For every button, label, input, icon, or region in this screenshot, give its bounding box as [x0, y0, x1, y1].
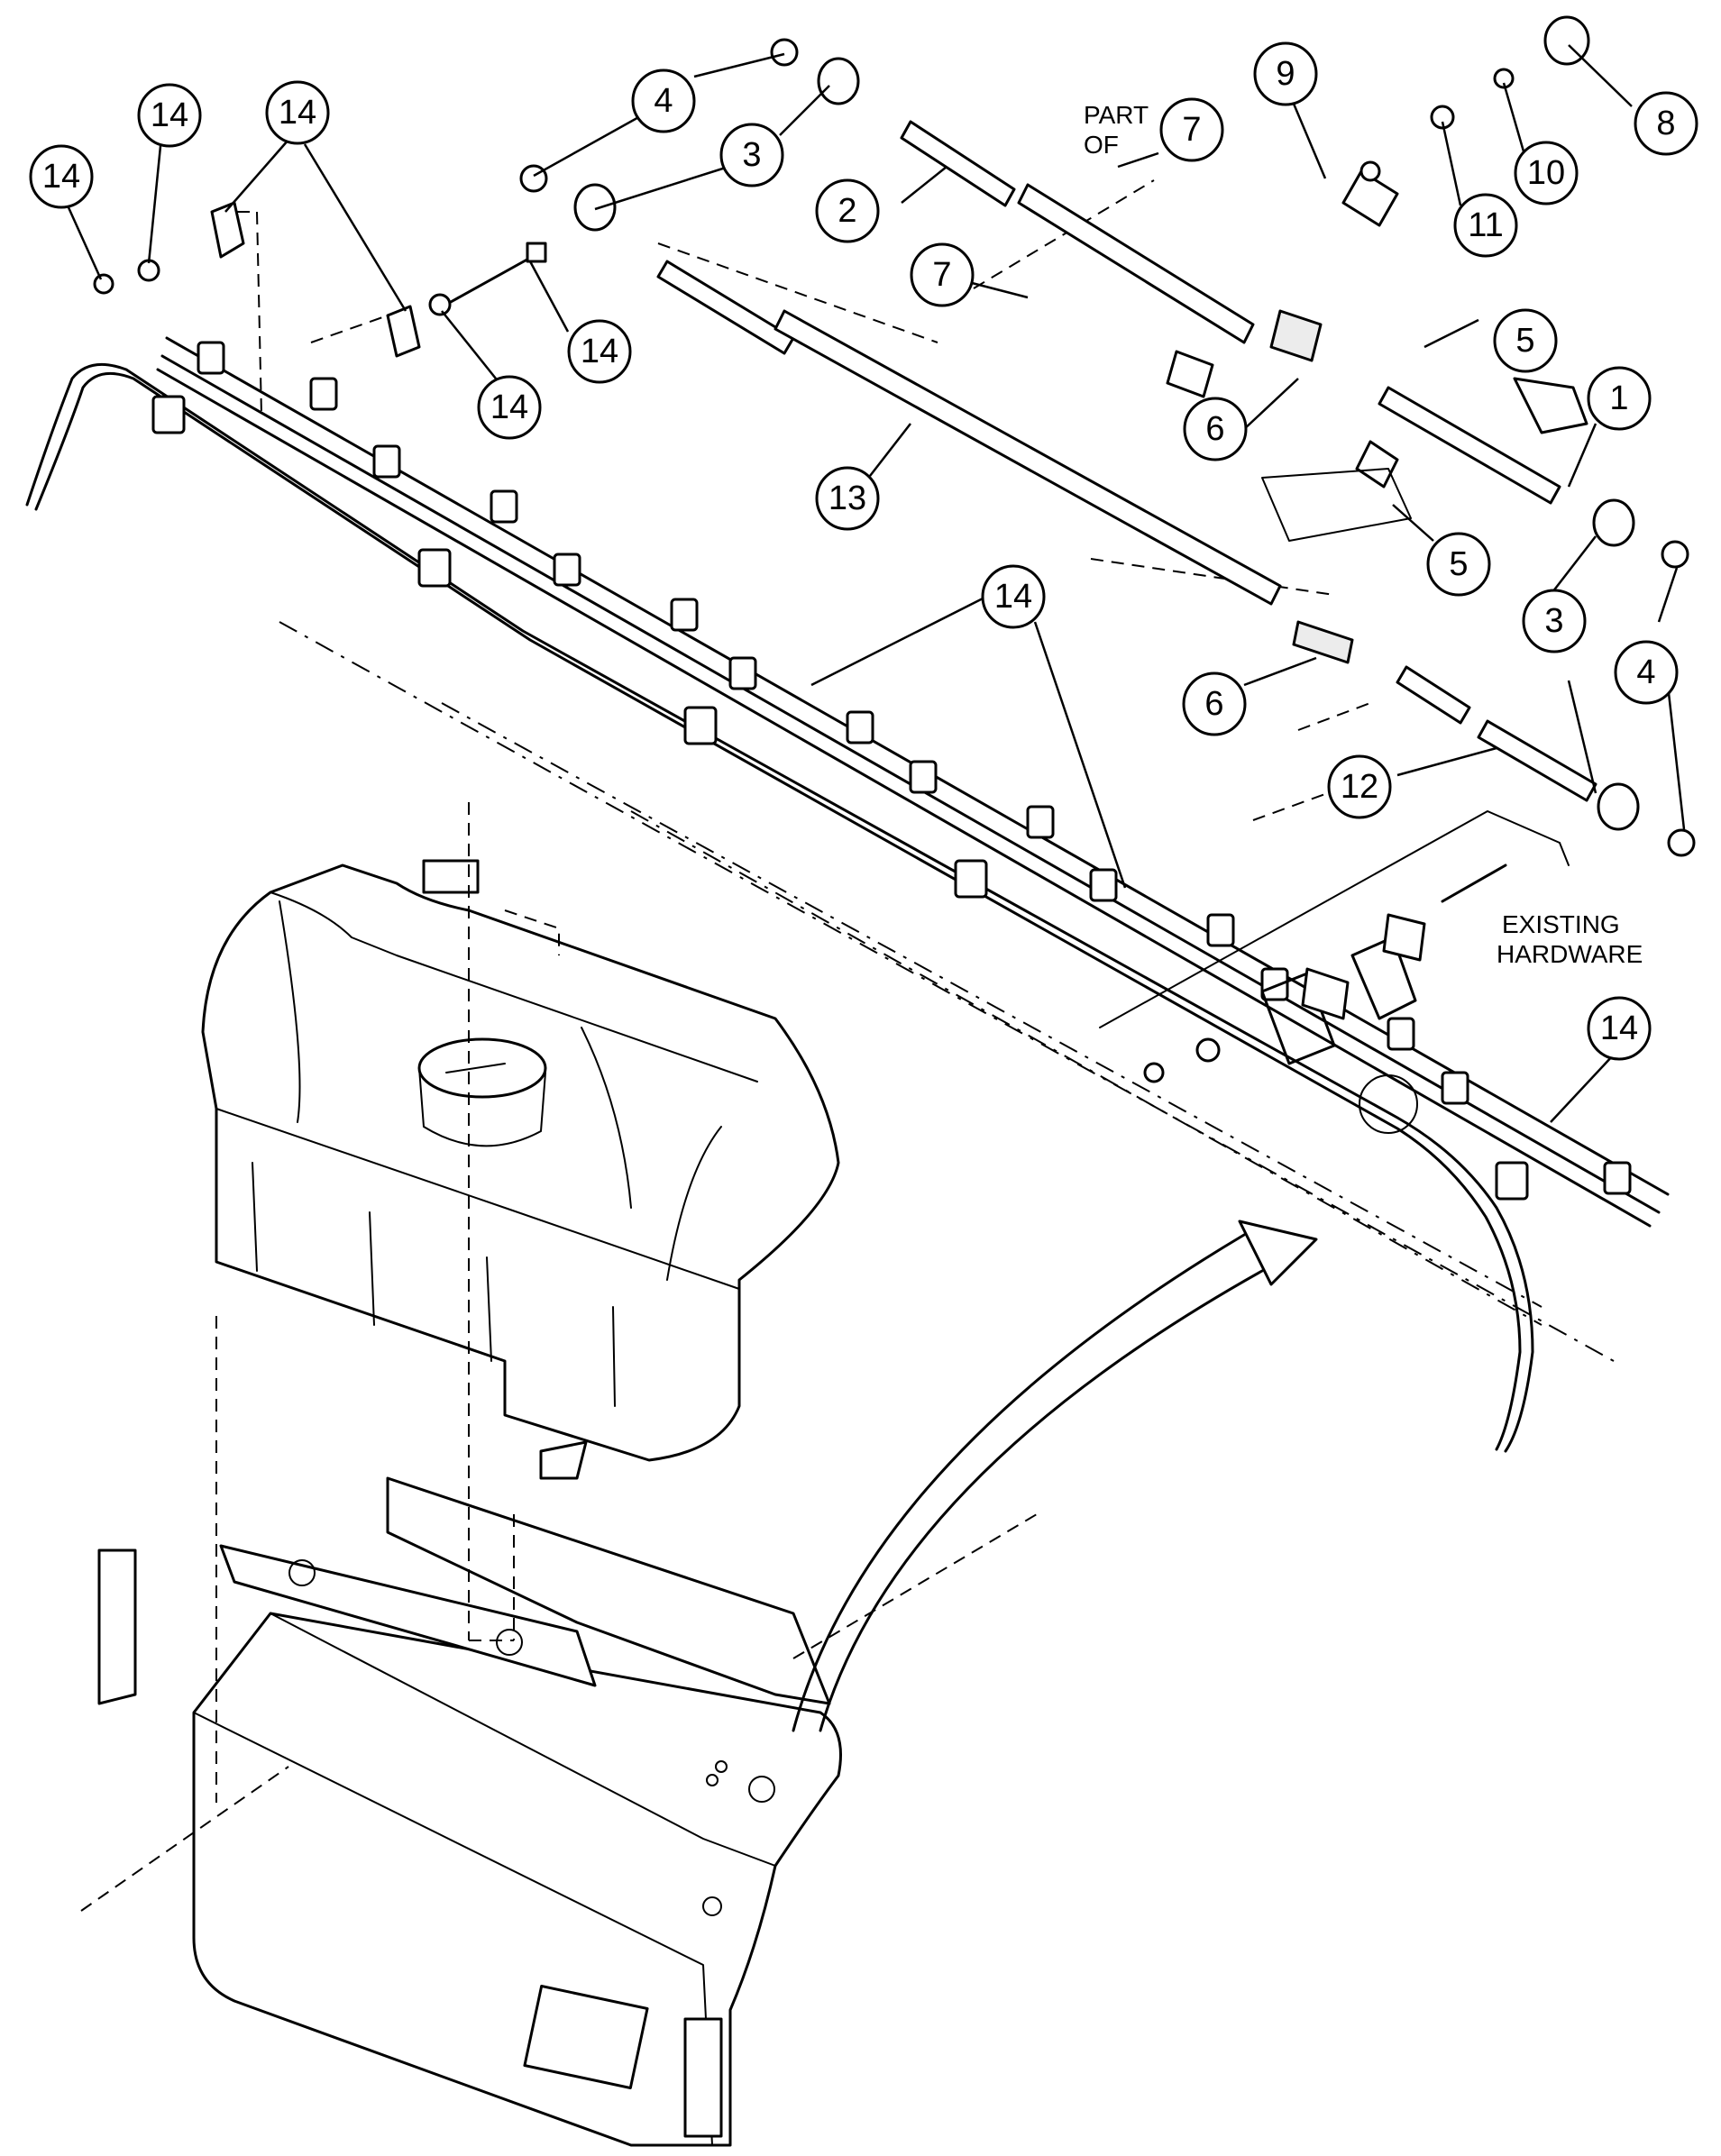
svg-text:5: 5	[1515, 322, 1534, 360]
left-mounting-hardware	[93, 201, 547, 358]
callout-5-upper: 5	[1493, 308, 1558, 373]
spray-tank	[201, 859, 840, 1480]
svg-text:7: 7	[1182, 111, 1201, 149]
callout-14-left: 14	[137, 83, 202, 148]
svg-text:14: 14	[581, 333, 618, 370]
svg-text:3: 3	[1544, 602, 1563, 640]
callout-6-lower: 6	[1182, 671, 1247, 736]
callout-8: 8	[1634, 91, 1698, 156]
callout-14-bolt: 14	[567, 319, 632, 384]
svg-text:11: 11	[1468, 206, 1503, 244]
callout-6-upper: 6	[1183, 397, 1248, 461]
part-of-note-line1: PART	[1084, 101, 1149, 129]
svg-text:14: 14	[279, 94, 316, 132]
callout-14-boom: 14	[981, 564, 1046, 629]
notes: PART OF EXISTING HARDWARE	[1084, 101, 1643, 968]
svg-text:14: 14	[1600, 1009, 1638, 1047]
svg-text:6: 6	[1205, 410, 1224, 448]
callout-4-top: 4	[631, 69, 696, 133]
svg-text:14: 14	[42, 158, 80, 196]
existing-hardware-bracket	[1099, 810, 1570, 1083]
hose	[25, 362, 1534, 1453]
callout-14-washer: 14	[477, 375, 542, 440]
part-of-note-line2: OF	[1084, 131, 1119, 159]
fender-assembly	[192, 1612, 842, 2147]
svg-text:5: 5	[1449, 545, 1468, 583]
svg-text:9: 9	[1276, 55, 1295, 93]
leader-lines	[66, 44, 1686, 1123]
callout-2: 2	[815, 178, 880, 243]
callout-7-part-of: 7	[1159, 97, 1224, 162]
callout-13: 13	[815, 466, 880, 531]
callout-14-right: 14	[1587, 996, 1652, 1061]
spray-boom	[151, 336, 1670, 1228]
svg-text:8: 8	[1656, 105, 1675, 142]
mounting-bracket	[97, 1476, 831, 1705]
svg-text:10: 10	[1527, 154, 1565, 192]
callouts: 14 14 14 14 14 4 3 2	[29, 41, 1698, 1061]
svg-text:14: 14	[151, 96, 188, 134]
svg-text:1: 1	[1609, 379, 1628, 417]
svg-text:4: 4	[654, 82, 673, 120]
svg-text:12: 12	[1341, 768, 1378, 806]
fittings-kit	[519, 15, 1696, 857]
direction-arrow	[792, 1220, 1318, 1732]
callout-4-lower: 4	[1614, 640, 1679, 705]
svg-text:14: 14	[994, 578, 1032, 616]
reference-lines	[80, 179, 1615, 1912]
callout-3-top: 3	[719, 123, 784, 187]
svg-text:2: 2	[838, 192, 856, 230]
callout-9: 9	[1253, 41, 1318, 106]
boom-hose-clips	[151, 395, 1529, 1201]
svg-text:13: 13	[828, 480, 866, 517]
svg-text:6: 6	[1204, 685, 1223, 723]
existing-hardware-note-line1: EXISTING	[1502, 910, 1620, 938]
callout-7: 7	[910, 242, 975, 307]
existing-hardware-note-line2: HARDWARE	[1497, 940, 1643, 968]
callout-12: 12	[1327, 754, 1392, 819]
callout-5-lower: 5	[1426, 532, 1491, 597]
svg-text:7: 7	[932, 256, 951, 294]
svg-text:14: 14	[490, 388, 528, 426]
svg-text:4: 4	[1636, 653, 1655, 691]
callout-11: 11	[1453, 193, 1518, 258]
callout-1: 1	[1587, 366, 1652, 431]
callout-10: 10	[1514, 141, 1579, 206]
callout-14-upper: 14	[265, 80, 330, 145]
svg-text:3: 3	[742, 136, 761, 174]
callout-14-far-left: 14	[29, 144, 94, 209]
boom-nozzle-clips	[197, 341, 1632, 1195]
callout-3-lower: 3	[1522, 589, 1587, 653]
